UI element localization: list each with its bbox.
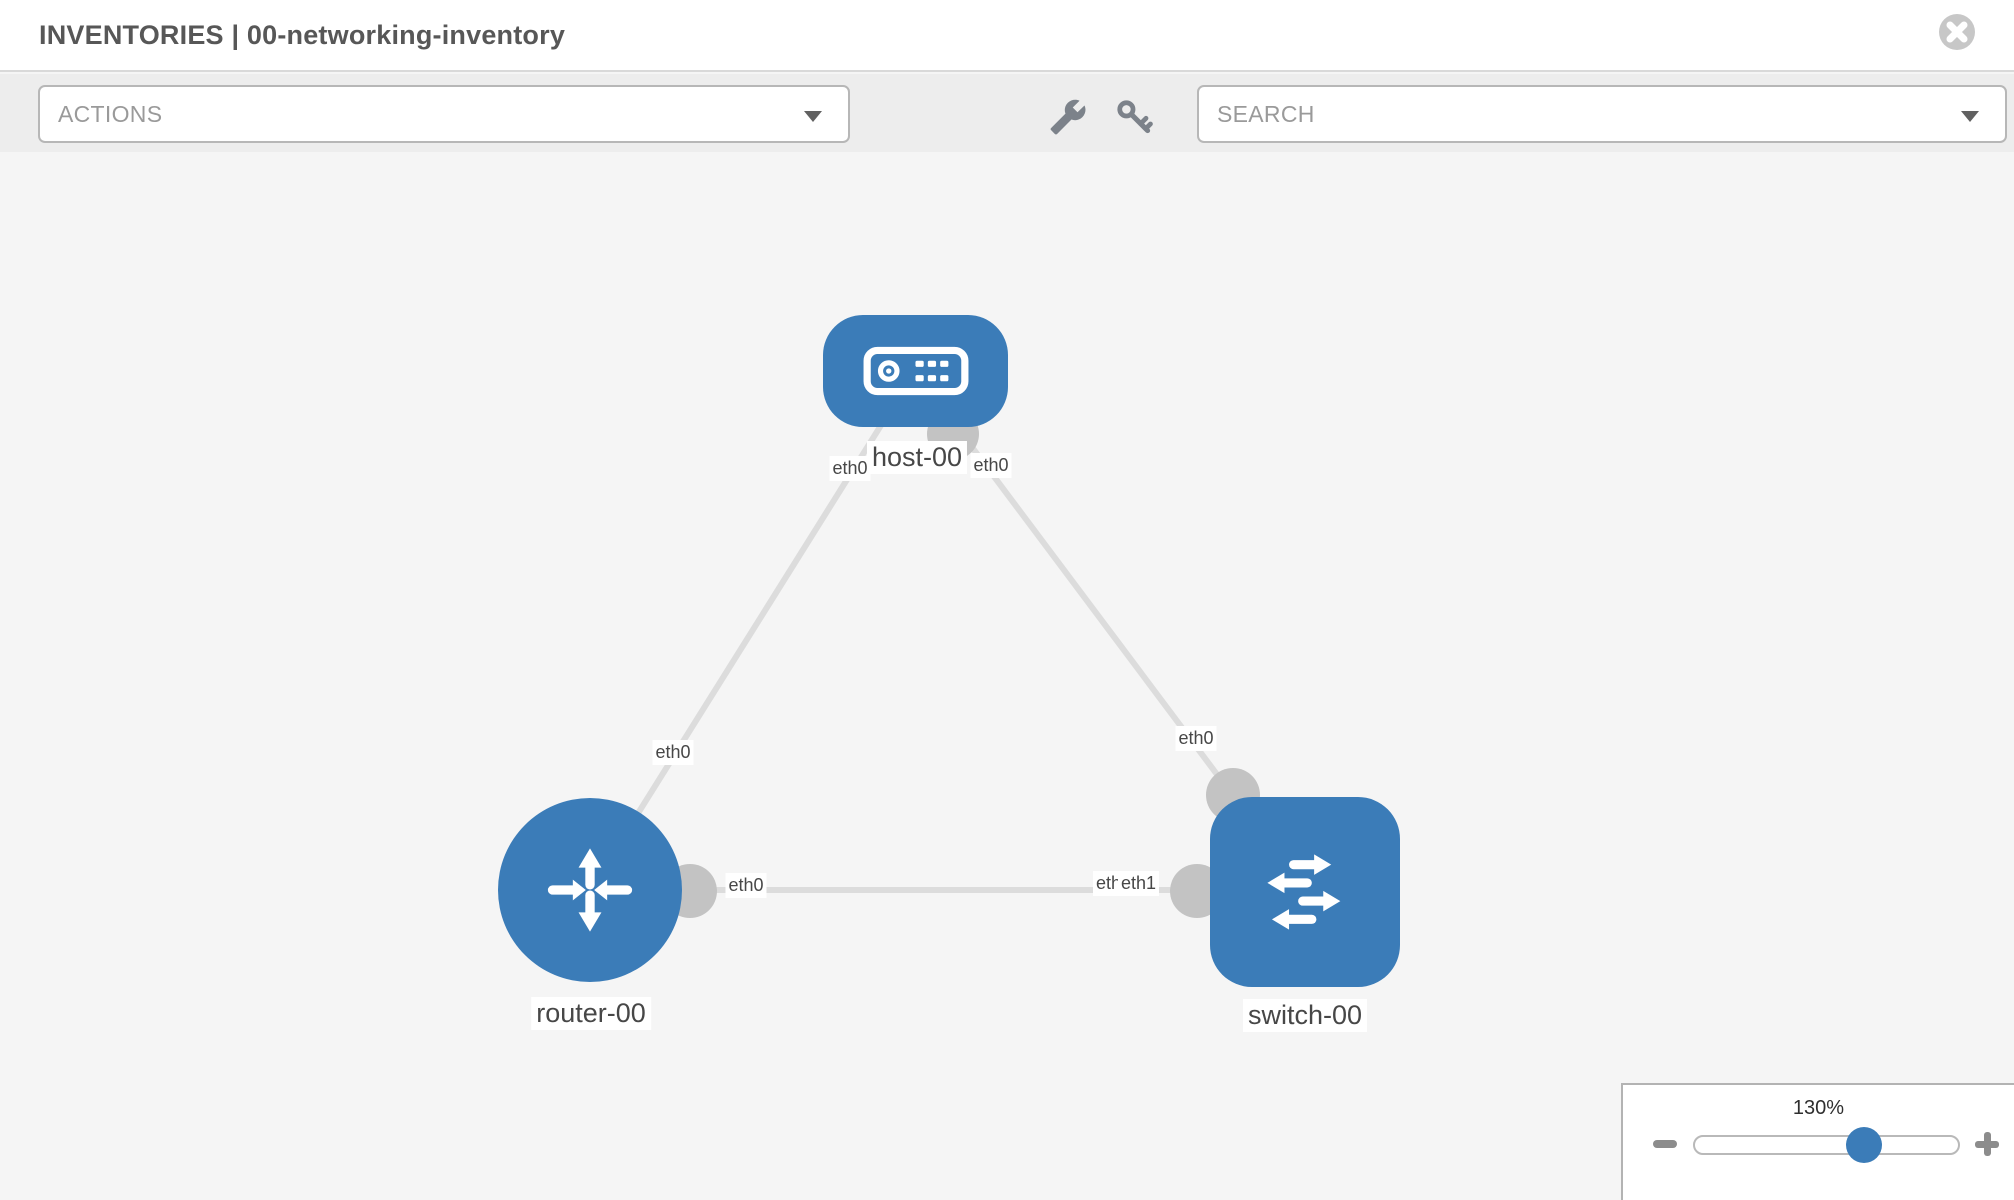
interface-label: eth0	[725, 873, 767, 898]
zoom-out-button[interactable]	[1653, 1140, 1677, 1148]
zoom-slider-thumb[interactable]	[1846, 1127, 1882, 1163]
toolbar: ACTIONS SEARCH	[0, 74, 2014, 154]
close-icon	[1939, 14, 1975, 50]
interface-label: eth0	[829, 456, 871, 481]
zoom-level-readout: 130%	[1792, 1097, 1845, 1119]
topology-links-layer	[587, 369, 1308, 918]
interface-label: eth0	[652, 740, 694, 765]
wrench-icon	[1050, 99, 1086, 135]
interface-label: eth1	[1118, 871, 1160, 896]
topology-canvas[interactable]: host-00 router-00 switch-00 eth0 eth0 et…	[0, 152, 2014, 1200]
app-header: INVENTORIES | 00-networking-inventory	[0, 0, 2014, 72]
actions-select[interactable]: ACTIONS	[38, 85, 850, 143]
adhoc-commands-button[interactable]	[1049, 98, 1087, 136]
search-select[interactable]: SEARCH	[1197, 85, 2007, 143]
node-host-00[interactable]	[823, 315, 1008, 427]
node-switch-00[interactable]	[1210, 797, 1400, 987]
node-label-router: router-00	[531, 997, 651, 1030]
key-icon	[1117, 100, 1153, 134]
node-label-switch: switch-00	[1242, 999, 1368, 1032]
router-icon	[547, 848, 633, 932]
host-icon	[863, 346, 968, 396]
interface-label: eth0	[970, 453, 1012, 478]
close-button[interactable]	[1938, 13, 1976, 51]
zoom-slider-track[interactable]	[1693, 1135, 1960, 1155]
search-select-label: SEARCH	[1217, 100, 1315, 127]
page-title: INVENTORIES | 00-networking-inventory	[39, 20, 566, 50]
node-router-00[interactable]	[498, 798, 682, 982]
chevron-down-icon	[804, 111, 822, 122]
node-label-host: host-00	[866, 441, 968, 474]
zoom-panel: 130%	[1621, 1083, 2014, 1200]
chevron-down-icon	[1961, 111, 1979, 122]
zoom-in-button[interactable]	[1975, 1132, 1999, 1156]
switch-icon	[1267, 854, 1341, 930]
plus-icon	[1984, 1132, 1991, 1156]
interface-label: eth0	[1175, 726, 1217, 751]
actions-select-label: ACTIONS	[58, 100, 163, 127]
credentials-button[interactable]	[1115, 98, 1153, 136]
